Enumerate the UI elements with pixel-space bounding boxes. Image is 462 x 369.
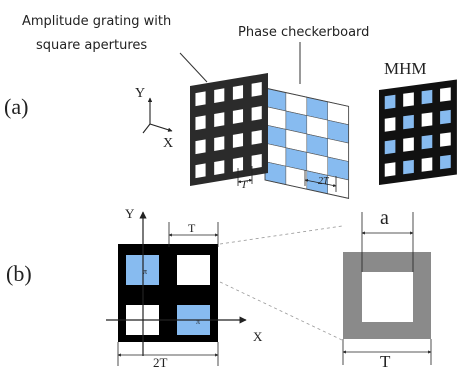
- mhm-aperture: [421, 112, 433, 127]
- mhm-aperture: [421, 89, 433, 105]
- mhm-aperture: [403, 92, 414, 107]
- zoomed-aperture-opening: [362, 272, 413, 322]
- mhm-aperture: [440, 87, 451, 102]
- grating-aperture: [232, 133, 244, 148]
- mhm-caption: MHM: [384, 59, 427, 78]
- grating-T-dimension: [237, 166, 253, 186]
- panel-a-label: (a): [4, 94, 28, 119]
- zoom-line-bottom: [219, 281, 343, 341]
- amplitude-apertures: [195, 82, 262, 179]
- mhm-aperture: [384, 162, 396, 177]
- phase-cells: [264, 87, 349, 199]
- mhm-aperture: [403, 114, 414, 130]
- grating-aperture: [214, 112, 225, 127]
- grating-aperture: [214, 160, 225, 175]
- grating-aperture: [251, 154, 262, 169]
- axis-x-label-b: X: [253, 329, 263, 344]
- grating-aperture: [232, 157, 244, 172]
- checkerboard-2T-dimension: [304, 170, 337, 192]
- checkerboard-2T-label: 2T: [318, 176, 330, 187]
- axis-triad-a: [142, 97, 173, 134]
- grating-aperture: [232, 109, 244, 124]
- mhm-aperture: [421, 157, 433, 172]
- grating-T-label: T: [241, 179, 248, 191]
- grating-aperture: [195, 139, 206, 155]
- amplitude-grating-caption-line1: Amplitude grating with: [22, 14, 171, 29]
- phase-checkerboard-caption: Phase checkerboard: [238, 25, 369, 40]
- mhm-aperture: [384, 117, 396, 132]
- grating-aperture: [251, 82, 262, 97]
- amplitude-grating-body: [190, 73, 268, 186]
- mhm-aperture: [403, 159, 414, 175]
- amplitude-grating: [190, 73, 268, 186]
- axis-x-label-a: X: [163, 136, 173, 151]
- unit-cell-T-dimension: [168, 222, 219, 247]
- unit-cell-aperture-top-right: [177, 255, 210, 285]
- grating-aperture: [251, 130, 262, 145]
- mhm-apertures: [384, 87, 451, 177]
- grating-aperture: [195, 163, 206, 179]
- mhm-aperture: [384, 139, 396, 155]
- mhm-aperture: [440, 109, 451, 125]
- mhm-plate-body: [379, 79, 457, 185]
- zoom-a-dimension: [361, 212, 414, 272]
- unit-cell-2T-label: 2T: [153, 355, 168, 369]
- mhm-aperture: [384, 94, 396, 110]
- unit-cell: [118, 244, 218, 342]
- amplitude-grating-caption-line2: square apertures: [36, 38, 147, 53]
- pi-marker-bottom-right: π: [196, 317, 200, 326]
- grating-aperture: [232, 85, 244, 100]
- zoom-a-label: a: [380, 207, 389, 229]
- unit-cell-T-label: T: [188, 221, 196, 235]
- zoom-T-label: T: [380, 352, 391, 369]
- axis-y-label-a: Y: [135, 86, 145, 101]
- mhm-aperture: [440, 132, 451, 147]
- phase-checkerboard: [264, 87, 350, 199]
- grating-aperture: [195, 91, 206, 107]
- grating-aperture: [195, 115, 206, 131]
- zoom-T-dimension: [342, 339, 432, 365]
- mhm-aperture: [421, 134, 433, 150]
- axis-y-label-b: Y: [125, 206, 135, 221]
- grating-aperture: [214, 136, 225, 151]
- zoomed-aperture: [343, 252, 431, 339]
- unit-cell-2T-dimension: [117, 342, 219, 366]
- mhm-plate: [379, 79, 457, 185]
- grating-aperture: [251, 106, 262, 121]
- mhm-aperture: [440, 154, 451, 170]
- pi-marker-top-left: π: [143, 267, 147, 276]
- amplitude-caption-leader: [179, 52, 208, 83]
- zoom-line-top: [219, 225, 343, 245]
- mhm-aperture: [403, 137, 414, 152]
- grating-aperture: [214, 88, 225, 103]
- panel-b-label: (b): [6, 261, 32, 286]
